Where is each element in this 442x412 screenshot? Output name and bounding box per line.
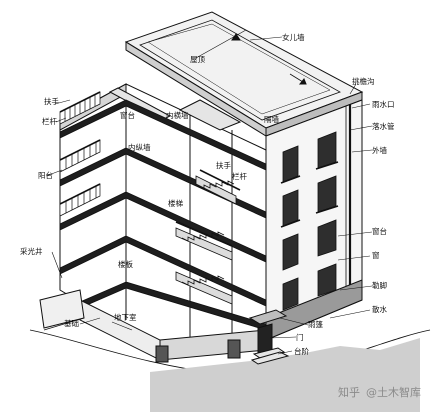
label-basement: 地下室 <box>114 312 137 322</box>
label-railing-stair: 栏杆 <box>232 171 247 181</box>
label-floor-slab: 楼板 <box>118 259 133 269</box>
label-window-sill-upper: 窗台 <box>120 110 135 120</box>
label-window: 窗 <box>372 250 380 260</box>
label-canopy: 雨篷 <box>308 319 323 329</box>
label-handrail-left: 扶手 <box>44 96 59 106</box>
label-balcony: 阳台 <box>38 170 53 180</box>
label-railing-left: 栏杆 <box>42 116 57 126</box>
label-door: 门 <box>296 333 304 342</box>
label-parapet: 女儿墙 <box>282 32 305 42</box>
watermark: 知乎 @土木智库 <box>338 385 421 399</box>
label-window-sill-right: 窗台 <box>372 226 387 236</box>
labels: 女儿墙 屋顶 挑檐沟 雨水口 落水管 外墙 扶手 栏杆 窗台 内横墙 隔墙 内纵… <box>20 32 395 356</box>
label-steps: 台阶 <box>294 346 309 356</box>
label-inner-long-wall: 内纵墙 <box>128 142 151 152</box>
watermark-author: @土木智库 <box>366 385 421 399</box>
label-lightwell: 采光井 <box>20 246 43 256</box>
label-rain-outlet: 雨水口 <box>372 99 395 109</box>
label-handrail-stair: 扶手 <box>216 160 231 170</box>
right-facade <box>265 99 363 341</box>
watermark-brand: 知乎 <box>338 385 360 399</box>
label-foundation: 基础 <box>64 318 79 328</box>
label-downpipe: 落水管 <box>372 121 395 131</box>
roof-structure <box>124 11 364 137</box>
balcony-railings <box>59 91 101 217</box>
entrance <box>248 309 290 365</box>
staircase <box>175 169 241 305</box>
label-outer-wall: 外墙 <box>372 145 387 155</box>
basement-foundation <box>29 289 431 412</box>
label-inner-cross-wall: 内横墙 <box>166 110 189 120</box>
label-apron: 散水 <box>372 304 387 314</box>
label-gutter: 挑檐沟 <box>352 76 375 86</box>
right-facade-windows <box>280 131 339 311</box>
leader-lines <box>45 36 373 355</box>
label-plinth: 勒脚 <box>372 280 387 290</box>
label-stairs: 楼梯 <box>168 198 183 208</box>
label-partition-wall: 隔墙 <box>264 114 279 124</box>
label-roof: 屋顶 <box>190 55 205 64</box>
